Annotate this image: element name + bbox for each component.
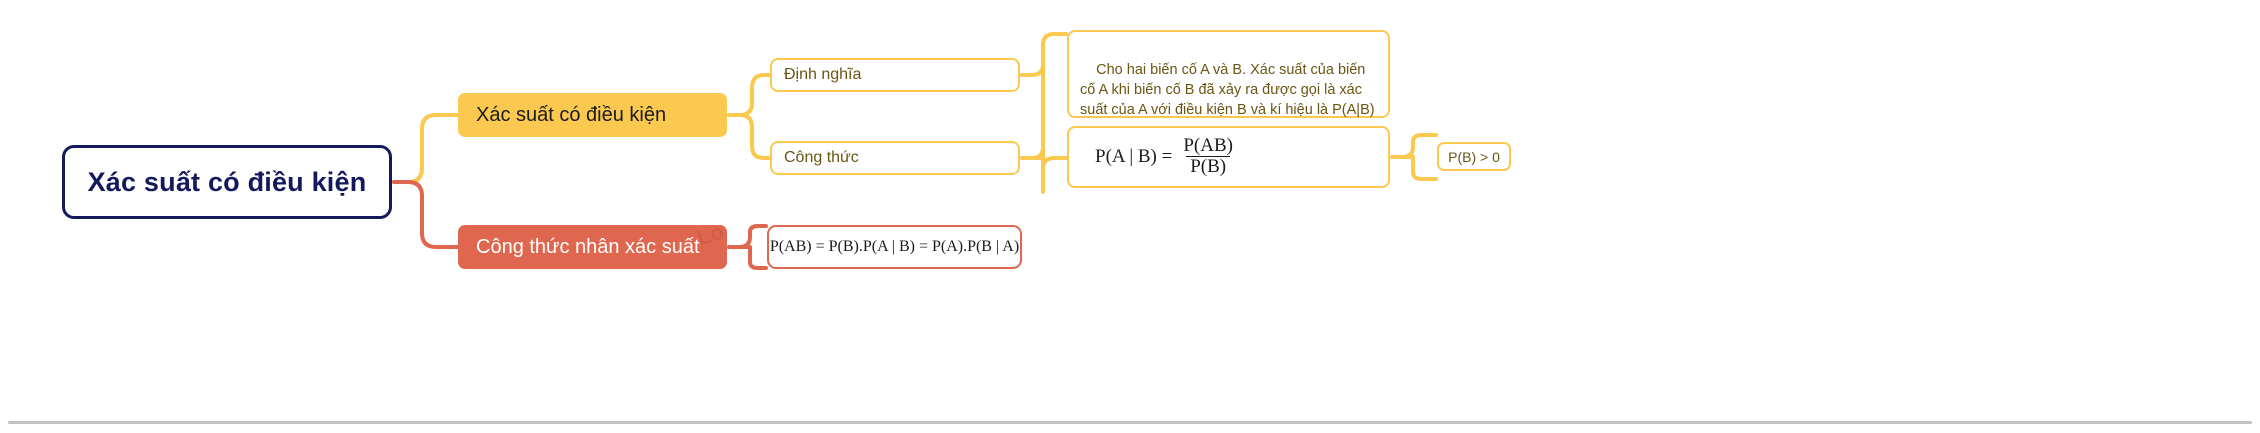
connector-root-to-red [392, 180, 459, 249]
connector-formula-to-math [1020, 146, 1068, 170]
connector-math-to-condition [1390, 133, 1438, 181]
sub-node-label: Định nghĩa [784, 66, 862, 83]
math-fraction: P(AB) P(B) [1179, 134, 1237, 177]
branch-node-xac-suat-co-dieu-kien[interactable]: Xác suất có điều kiện [458, 93, 727, 137]
branch-node-label: Công thức nhân xác suất [476, 235, 700, 258]
math-expression: P(A | B) = P(AB) P(B) [1095, 134, 1239, 178]
leaf-node-cong-thuc-math[interactable]: P(A | B) = P(AB) P(B) [1067, 126, 1390, 188]
connector-red-to-multiplication [727, 224, 768, 270]
sub-node-dinh-nghia[interactable]: Định nghĩa [770, 58, 1020, 92]
sub-node-label: Công thức [784, 149, 859, 166]
connector-definition-to-text [1020, 32, 1068, 77]
math-numerator: P(AB) [1183, 134, 1233, 156]
branch-node-cong-thuc-nhan-xac-suat[interactable]: Công thức nhân xác suất [458, 225, 727, 269]
connector-yellow-to-formula [727, 113, 771, 160]
connector-yellow-to-definition [727, 73, 771, 117]
root-node[interactable]: Xác suất có điều kiện [62, 145, 392, 219]
math-lhs: P(A | B) = [1095, 146, 1173, 167]
leaf-node-definition-text: Cho hai biến cố A và B. Xác suất của biế… [1080, 62, 1375, 118]
connector-root-to-yellow [392, 113, 459, 184]
leaf-node-dieu-kien[interactable]: P(B) > 0 [1437, 142, 1511, 171]
math-multiplication-rule: P(AB) = P(B).P(A | B) = P(A).P(B | A) [769, 238, 1020, 255]
leaf-node-dinh-nghia-noi-dung[interactable]: Cho hai biến cố A và B. Xác suất của biế… [1067, 30, 1390, 118]
math-denominator: P(B) [1186, 155, 1231, 177]
leaf-node-condition-label: P(B) > 0 [1448, 148, 1500, 165]
root-node-label: Xác suất có điều kiện [87, 166, 367, 197]
connector-formula-brace [1031, 43, 1045, 194]
branch-node-label: Xác suất có điều kiện [476, 103, 667, 126]
leaf-node-cong-thuc-nhan-math[interactable]: P(AB) = P(B).P(A | B) = P(A).P(B | A) [767, 225, 1022, 269]
sub-node-cong-thuc[interactable]: Công thức [770, 141, 1020, 175]
horizontal-scrollbar[interactable] [8, 421, 2252, 424]
